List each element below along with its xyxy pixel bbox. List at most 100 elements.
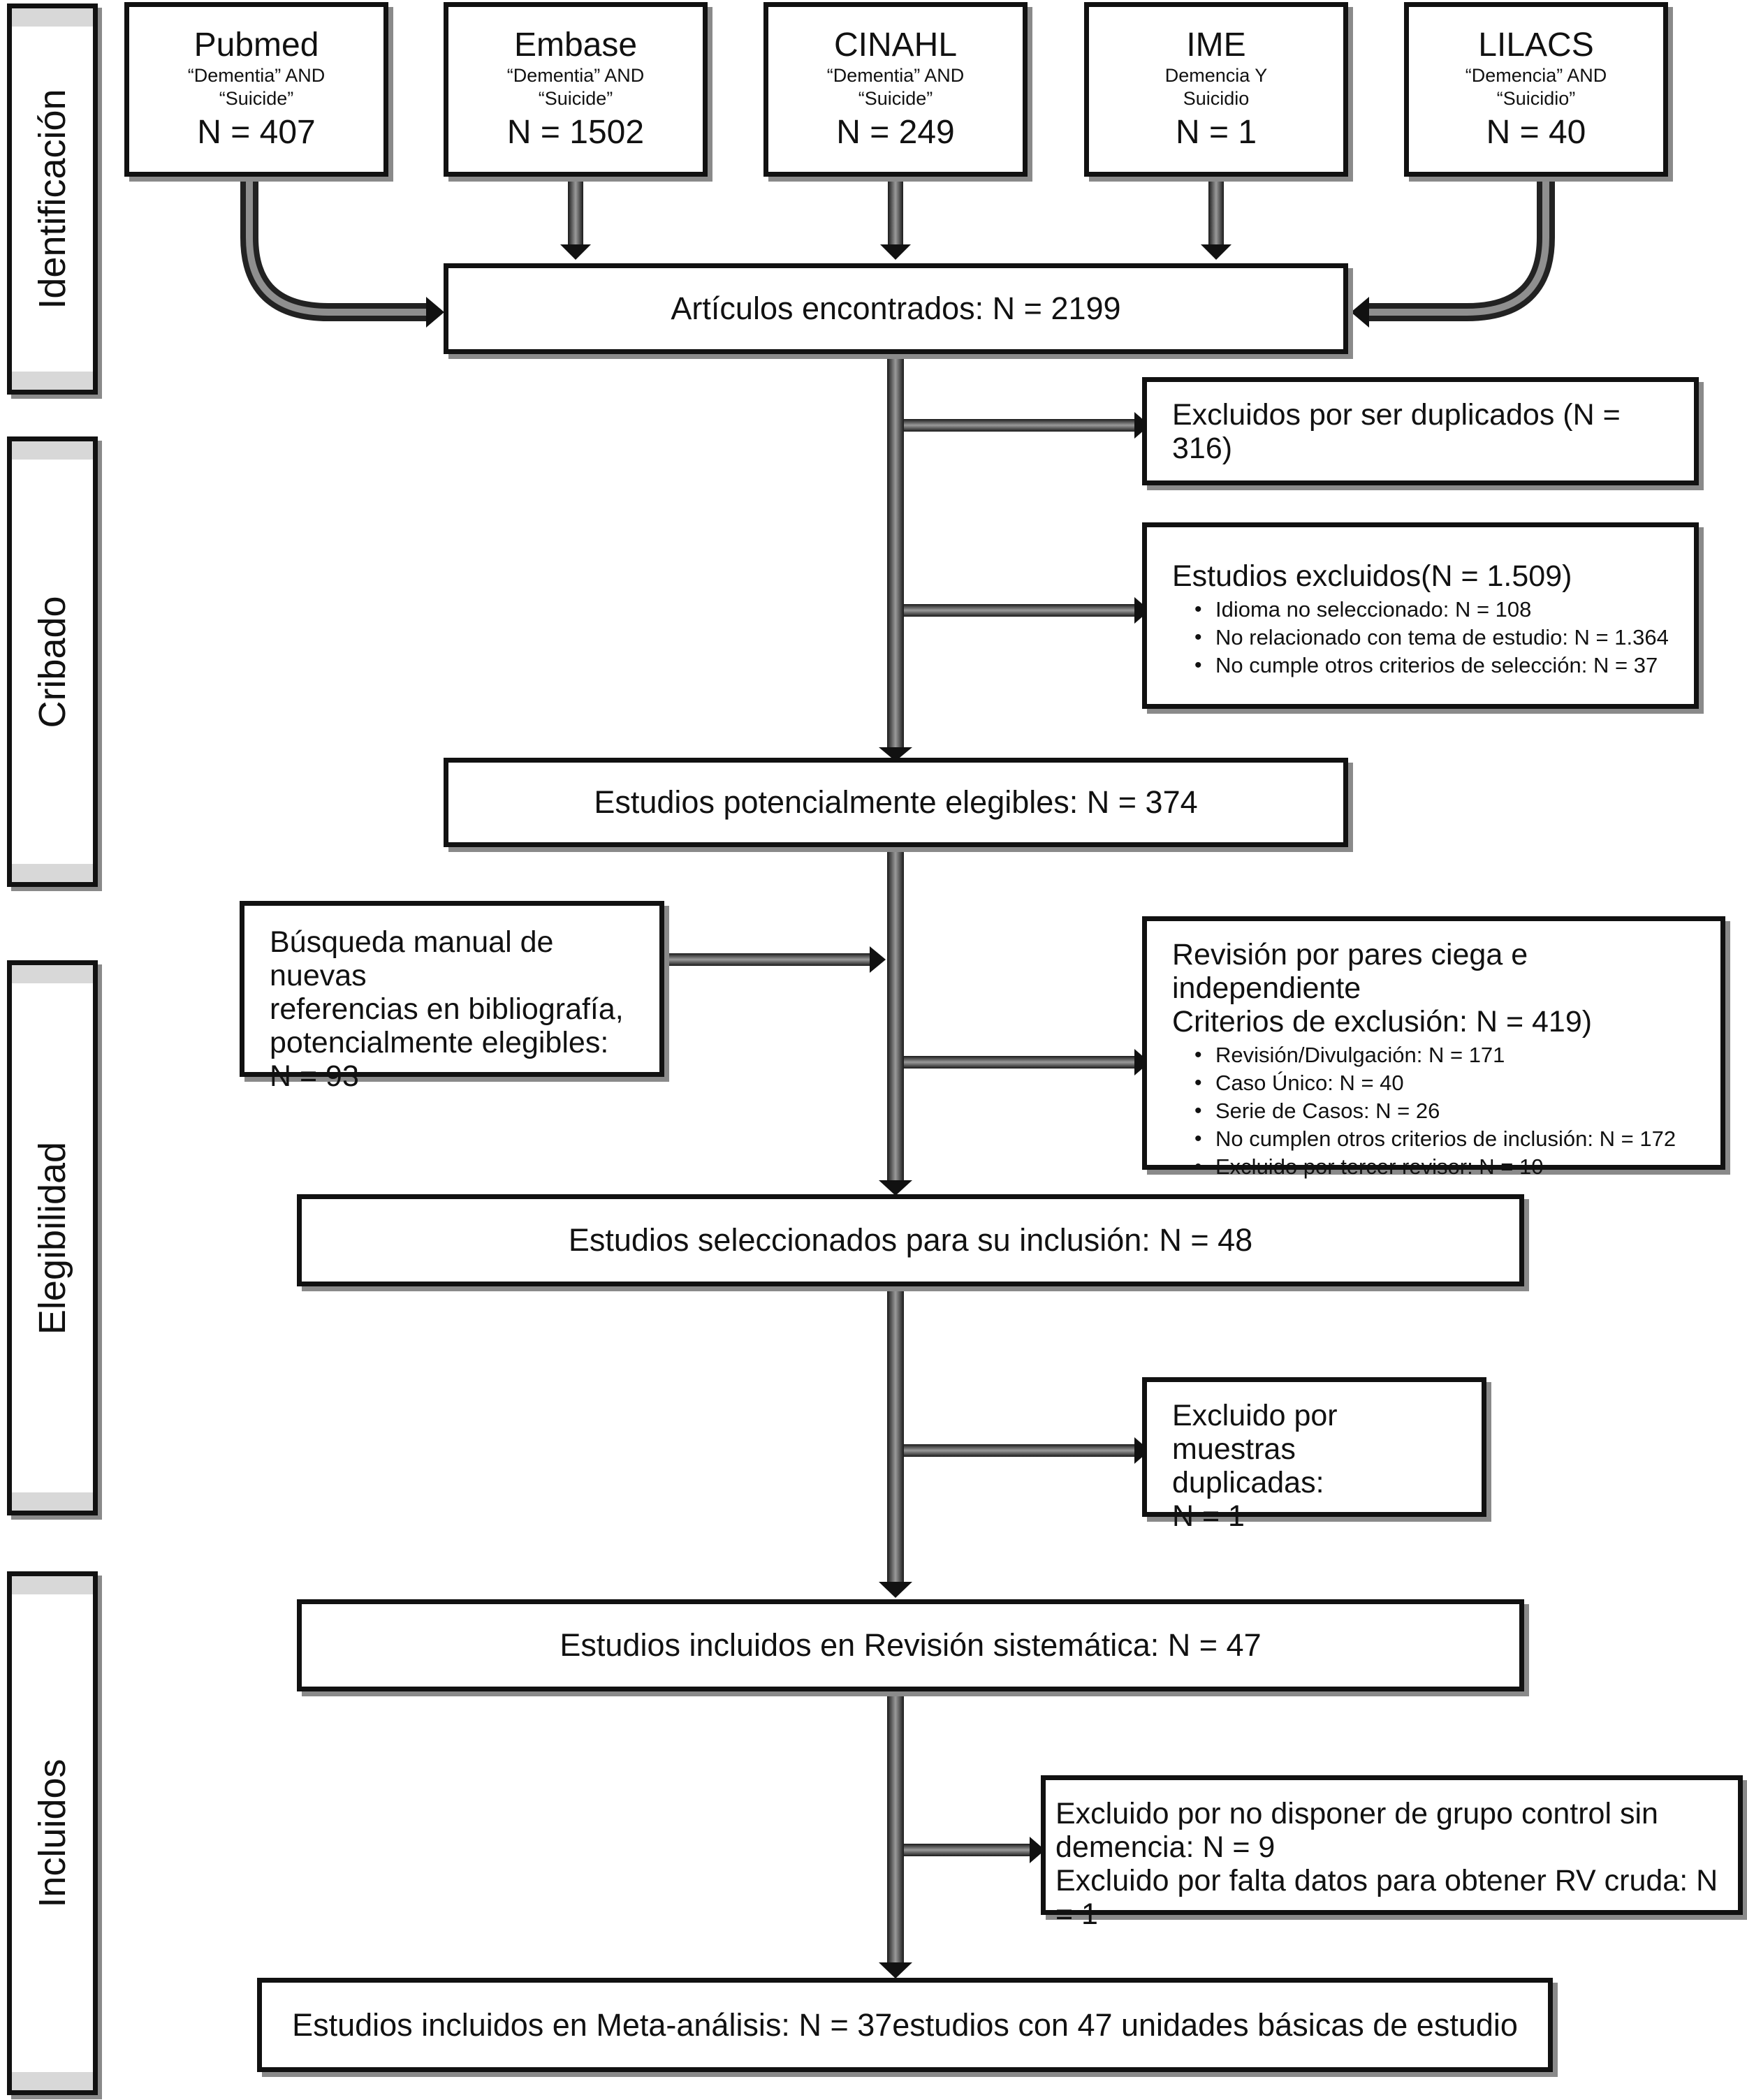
box-text: Excluidos por ser duplicados (N = 316) — [1172, 397, 1621, 465]
box-text: Estudios potencialmente elegibles: N = 3… — [594, 784, 1198, 820]
source-arrow-embase — [568, 178, 583, 244]
box-text: Excluido por falta datos para obtener RV… — [1055, 1864, 1718, 1931]
source-query: “Demencia” AND — [1465, 65, 1607, 86]
source-count: N = 1 — [1175, 114, 1257, 151]
source-query: Suicidio — [1183, 88, 1250, 109]
box-selected-studies: Estudios seleccionados para su inclusión… — [297, 1194, 1524, 1286]
source-arrow-cinahl — [888, 178, 903, 244]
source-query: “Dementia” AND — [187, 65, 326, 86]
source-count: N = 249 — [836, 114, 955, 151]
stage-incluidos: Incluidos — [7, 1571, 98, 2095]
stage-cribado: Cribado — [7, 436, 98, 887]
source-box-cinahl: CINAHL “Dementia” AND “Suicide” N = 249 — [763, 2, 1028, 177]
list-item: No cumple otros criterios de selección: … — [1172, 652, 1669, 680]
source-arrow-lilacs-head — [1351, 297, 1369, 328]
source-query: “Suicide” — [538, 88, 613, 109]
box-title: Revisión por pares ciega e independiente — [1172, 938, 1528, 1005]
box-text: Estudios incluidos en Revisión sistemáti… — [560, 1627, 1262, 1663]
side-arrow-screened — [904, 604, 1134, 617]
exclusion-list: Revisión/Divulgación: N = 171 Caso Único… — [1172, 1041, 1695, 1181]
list-item: Idioma no seleccionado: N = 108 — [1172, 596, 1669, 624]
source-name: Pubmed — [193, 27, 319, 64]
box-systematic-review: Estudios incluidos en Revisión sistemáti… — [297, 1599, 1524, 1691]
side-arrow-manual-search — [660, 953, 870, 966]
box-text: N = 1 — [1172, 1499, 1245, 1533]
source-query: “Dementia” AND — [826, 65, 965, 86]
stage-elegibilidad: Elegibilidad — [7, 960, 98, 1515]
box-potentially-eligible: Estudios potencialmente elegibles: N = 3… — [444, 758, 1348, 847]
stage-identificacion: Identificación — [7, 3, 98, 395]
side-arrow-peer-review — [904, 1056, 1134, 1069]
list-item: Caso Único: N = 40 — [1172, 1069, 1695, 1097]
list-item: Serie de Casos: N = 26 — [1172, 1097, 1695, 1125]
box-text: referencias en bibliografía, — [270, 992, 624, 1026]
box-text: Artículos encontrados: N = 2199 — [671, 291, 1121, 326]
main-spine-arrowhead — [879, 1180, 912, 1196]
box-excluded-duplicates: Excluidos por ser duplicados (N = 316) — [1142, 377, 1699, 485]
source-arrow-pubmed — [240, 180, 426, 321]
source-box-ime: IME Demencia Y Suicidio N = 1 — [1084, 2, 1348, 177]
box-excluded-no-control: Excluido por no disponer de grupo contro… — [1041, 1775, 1743, 1931]
main-spine-arrowhead — [879, 1582, 912, 1598]
main-spine-segment — [887, 845, 904, 1180]
source-count: N = 40 — [1486, 114, 1586, 151]
box-excluded-screening: Estudios excluidos(N = 1.509) Idioma no … — [1142, 522, 1699, 709]
box-excluded-duplicate-samples: Excluido por muestras duplicadas: N = 1 — [1142, 1377, 1486, 1533]
box-text: Estudios seleccionados para su inclusión… — [568, 1222, 1253, 1258]
exclusion-list: Idioma no seleccionado: N = 108 No relac… — [1172, 596, 1669, 680]
source-arrow-ime-head — [1201, 244, 1231, 260]
box-title: Criterios de exclusión: N = 419) — [1172, 1005, 1593, 1038]
box-text: Estudios incluidos en Meta-análisis: N =… — [292, 2006, 1518, 2043]
list-item: No relacionado con tema de estudio: N = … — [1172, 624, 1669, 652]
side-arrow-duplicate-samples — [904, 1444, 1134, 1457]
source-box-embase: Embase “Dementia” AND “Suicide” N = 1502 — [444, 2, 708, 177]
source-count: N = 407 — [197, 114, 316, 151]
source-query: “Suicide” — [219, 88, 294, 109]
source-query: “Suicidio” — [1496, 88, 1576, 109]
source-arrow-embase-head — [560, 244, 591, 260]
source-arrow-ime — [1208, 178, 1224, 244]
main-spine-segment — [887, 353, 904, 747]
box-text: duplicadas: — [1172, 1466, 1324, 1499]
box-title: Estudios excluidos(N = 1.509) — [1172, 559, 1572, 593]
box-text: potencialmente elegibles: — [270, 1026, 609, 1059]
box-meta-analysis: Estudios incluidos en Meta-análisis: N =… — [257, 1978, 1553, 2072]
source-box-pubmed: Pubmed “Dementia” AND “Suicide” N = 407 — [124, 2, 388, 177]
box-articles-found: Artículos encontrados: N = 2199 — [444, 263, 1348, 354]
list-item: Revisión/Divulgación: N = 171 — [1172, 1041, 1695, 1069]
side-arrow-duplicates — [904, 419, 1134, 432]
main-spine-segment — [887, 1690, 904, 1962]
stage-label: Elegibilidad — [31, 1141, 73, 1335]
main-spine-arrowhead — [879, 747, 912, 761]
side-arrow-no-control — [904, 1844, 1030, 1856]
source-name: Embase — [513, 27, 638, 64]
box-text: demencia: N = 9 — [1055, 1830, 1275, 1864]
source-arrow-lilacs — [1369, 180, 1555, 321]
side-arrow-manual-search-head — [870, 946, 886, 973]
source-name: CINAHL — [833, 27, 958, 64]
source-name: IME — [1186, 27, 1246, 64]
box-text: Excluido por no disponer de grupo contro… — [1055, 1797, 1658, 1830]
source-query: Demencia Y — [1164, 65, 1268, 86]
stage-label: Identificación — [31, 89, 73, 309]
source-arrow-pubmed-head — [426, 297, 444, 328]
box-text: N = 93 — [270, 1059, 359, 1093]
source-box-lilacs: LILACS “Demencia” AND “Suicidio” N = 40 — [1404, 2, 1668, 177]
side-arrow-no-control-head — [1030, 1837, 1045, 1863]
box-peer-review-exclusions: Revisión por pares ciega e independiente… — [1142, 916, 1725, 1181]
main-spine-arrowhead — [879, 1962, 912, 1978]
source-arrow-cinahl-head — [880, 244, 911, 260]
source-query: “Dementia” AND — [506, 65, 645, 86]
list-item: No cumplen otros criterios de inclusión:… — [1172, 1125, 1695, 1153]
source-name: LILACS — [1478, 27, 1594, 64]
stage-label: Cribado — [31, 595, 73, 728]
box-manual-search: Búsqueda manual de nuevas referencias en… — [240, 901, 664, 1093]
source-query: “Suicide” — [858, 88, 933, 109]
main-spine-segment — [887, 1285, 904, 1582]
source-count: N = 1502 — [506, 114, 645, 151]
box-text: Búsqueda manual de nuevas — [270, 925, 554, 992]
box-text: Excluido por muestras — [1172, 1399, 1338, 1466]
stage-label: Incluidos — [31, 1758, 73, 1908]
list-item: Excluido por tercer revisor: N = 10 — [1172, 1153, 1695, 1181]
